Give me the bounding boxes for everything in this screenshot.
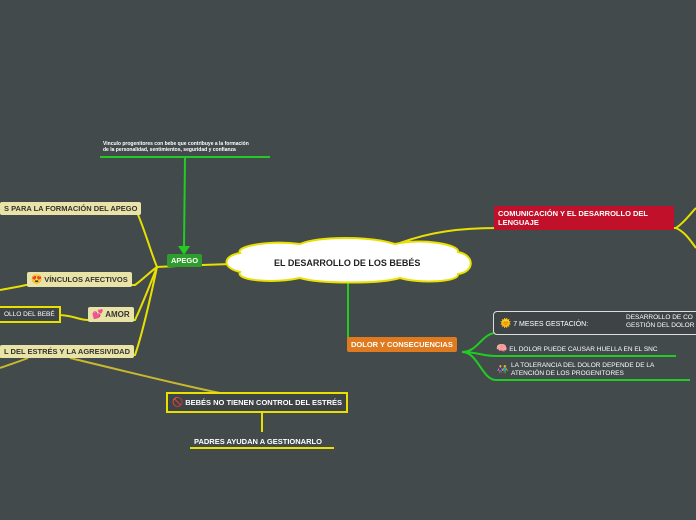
huella-node[interactable]: 🧠EL DOLOR PUEDE CAUSAR HUELLA EN EL SNC [496, 343, 658, 354]
sun-face-icon: 🌞 [500, 318, 512, 328]
apego-node[interactable]: APEGO [167, 254, 203, 267]
formacion-apego-node[interactable]: S PARA LA FORMACIÓN DEL APEGO [0, 202, 142, 215]
gestacion-right-1: DESARROLLO DE CO [626, 314, 693, 321]
amor-child-node[interactable]: OLLO DEL BEBÉ [0, 306, 61, 323]
gestacion-item: 🌞7 MESES GESTACIÓN: [500, 318, 588, 329]
vinculos-afectivos-node[interactable]: 😍VÍNCULOS AFECTIVOS [27, 272, 132, 287]
comunicacion-label-1: COMUNICACIÓN Y EL DESARROLLO DEL [498, 209, 649, 218]
control-label: BEBÉS NO TIENEN CONTROL DEL ESTRÉS [185, 398, 343, 407]
couple-icon: 👫 [497, 364, 509, 374]
connector-amor-child [56, 314, 89, 321]
vinculos-label: VÍNCULOS AFECTIVOS [44, 275, 128, 284]
comunicacion-label-2: LENGUAJE [498, 218, 539, 227]
connector-estres-control [69, 357, 221, 394]
connector-apego-formacion [0, 209, 158, 268]
heart-icon: 💕 [92, 309, 104, 319]
connector-central-comunicacion [399, 227, 676, 244]
huella-label: EL DOLOR PUEDE CAUSAR HUELLA EN EL SNC [509, 346, 658, 353]
comunicacion-node[interactable]: COMUNICACIÓN Y EL DESARROLLO DEL LENGUAJ… [494, 206, 674, 230]
tolerancia-line2: ATENCIÓN DE LOS PROGENITORES [511, 370, 624, 377]
connector-estres-left [0, 357, 29, 369]
amor-label: AMOR [105, 310, 130, 319]
apego-note-line2[interactable]: de la personalidad, sentimientos, seguri… [103, 147, 236, 153]
amor-node[interactable]: 💕AMOR [88, 307, 134, 322]
heart-eyes-icon: 😍 [31, 274, 43, 284]
arrow-head [178, 246, 190, 255]
connector-dolor-tolerancia [461, 351, 690, 381]
apego-note-line1[interactable]: Vinculo progenitores con bebe que contri… [103, 141, 249, 147]
no-entry-icon: 🚫 [172, 397, 184, 407]
gestacion-label: 7 MESES GESTACIÓN: [513, 321, 589, 328]
central-topic[interactable]: EL DESARROLLO DE LOS BEBÉS [274, 258, 421, 268]
connector-apego-note [183, 156, 186, 249]
gestacion-right-2: GESTIÓN DEL DOLOR [626, 322, 695, 329]
gestacion-node[interactable]: 🌞7 MESES GESTACIÓN: DESARROLLO DE CO GES… [493, 311, 696, 335]
control-estres-node[interactable]: 🚫BEBÉS NO TIENEN CONTROL DEL ESTRÉS [166, 392, 349, 413]
central-cloud [225, 237, 472, 284]
connector-comunicacion-out2 [675, 227, 696, 249]
dolor-node[interactable]: DOLOR Y CONSECUENCIAS [347, 337, 457, 352]
tolerancia-line1: LA TOLERANCIA DEL DOLOR DEPENDE DE LA [511, 362, 655, 369]
connector-apego-estres [0, 266, 158, 358]
brain-icon: 🧠 [496, 343, 508, 353]
connector-comunicacion-out1 [675, 207, 696, 229]
padres-gestionar-node[interactable]: PADRES AYUDAN A GESTIONARLO [194, 437, 322, 446]
estres-agresividad-node[interactable]: L DEL ESTRÉS Y LA AGRESIVIDAD [0, 345, 134, 358]
